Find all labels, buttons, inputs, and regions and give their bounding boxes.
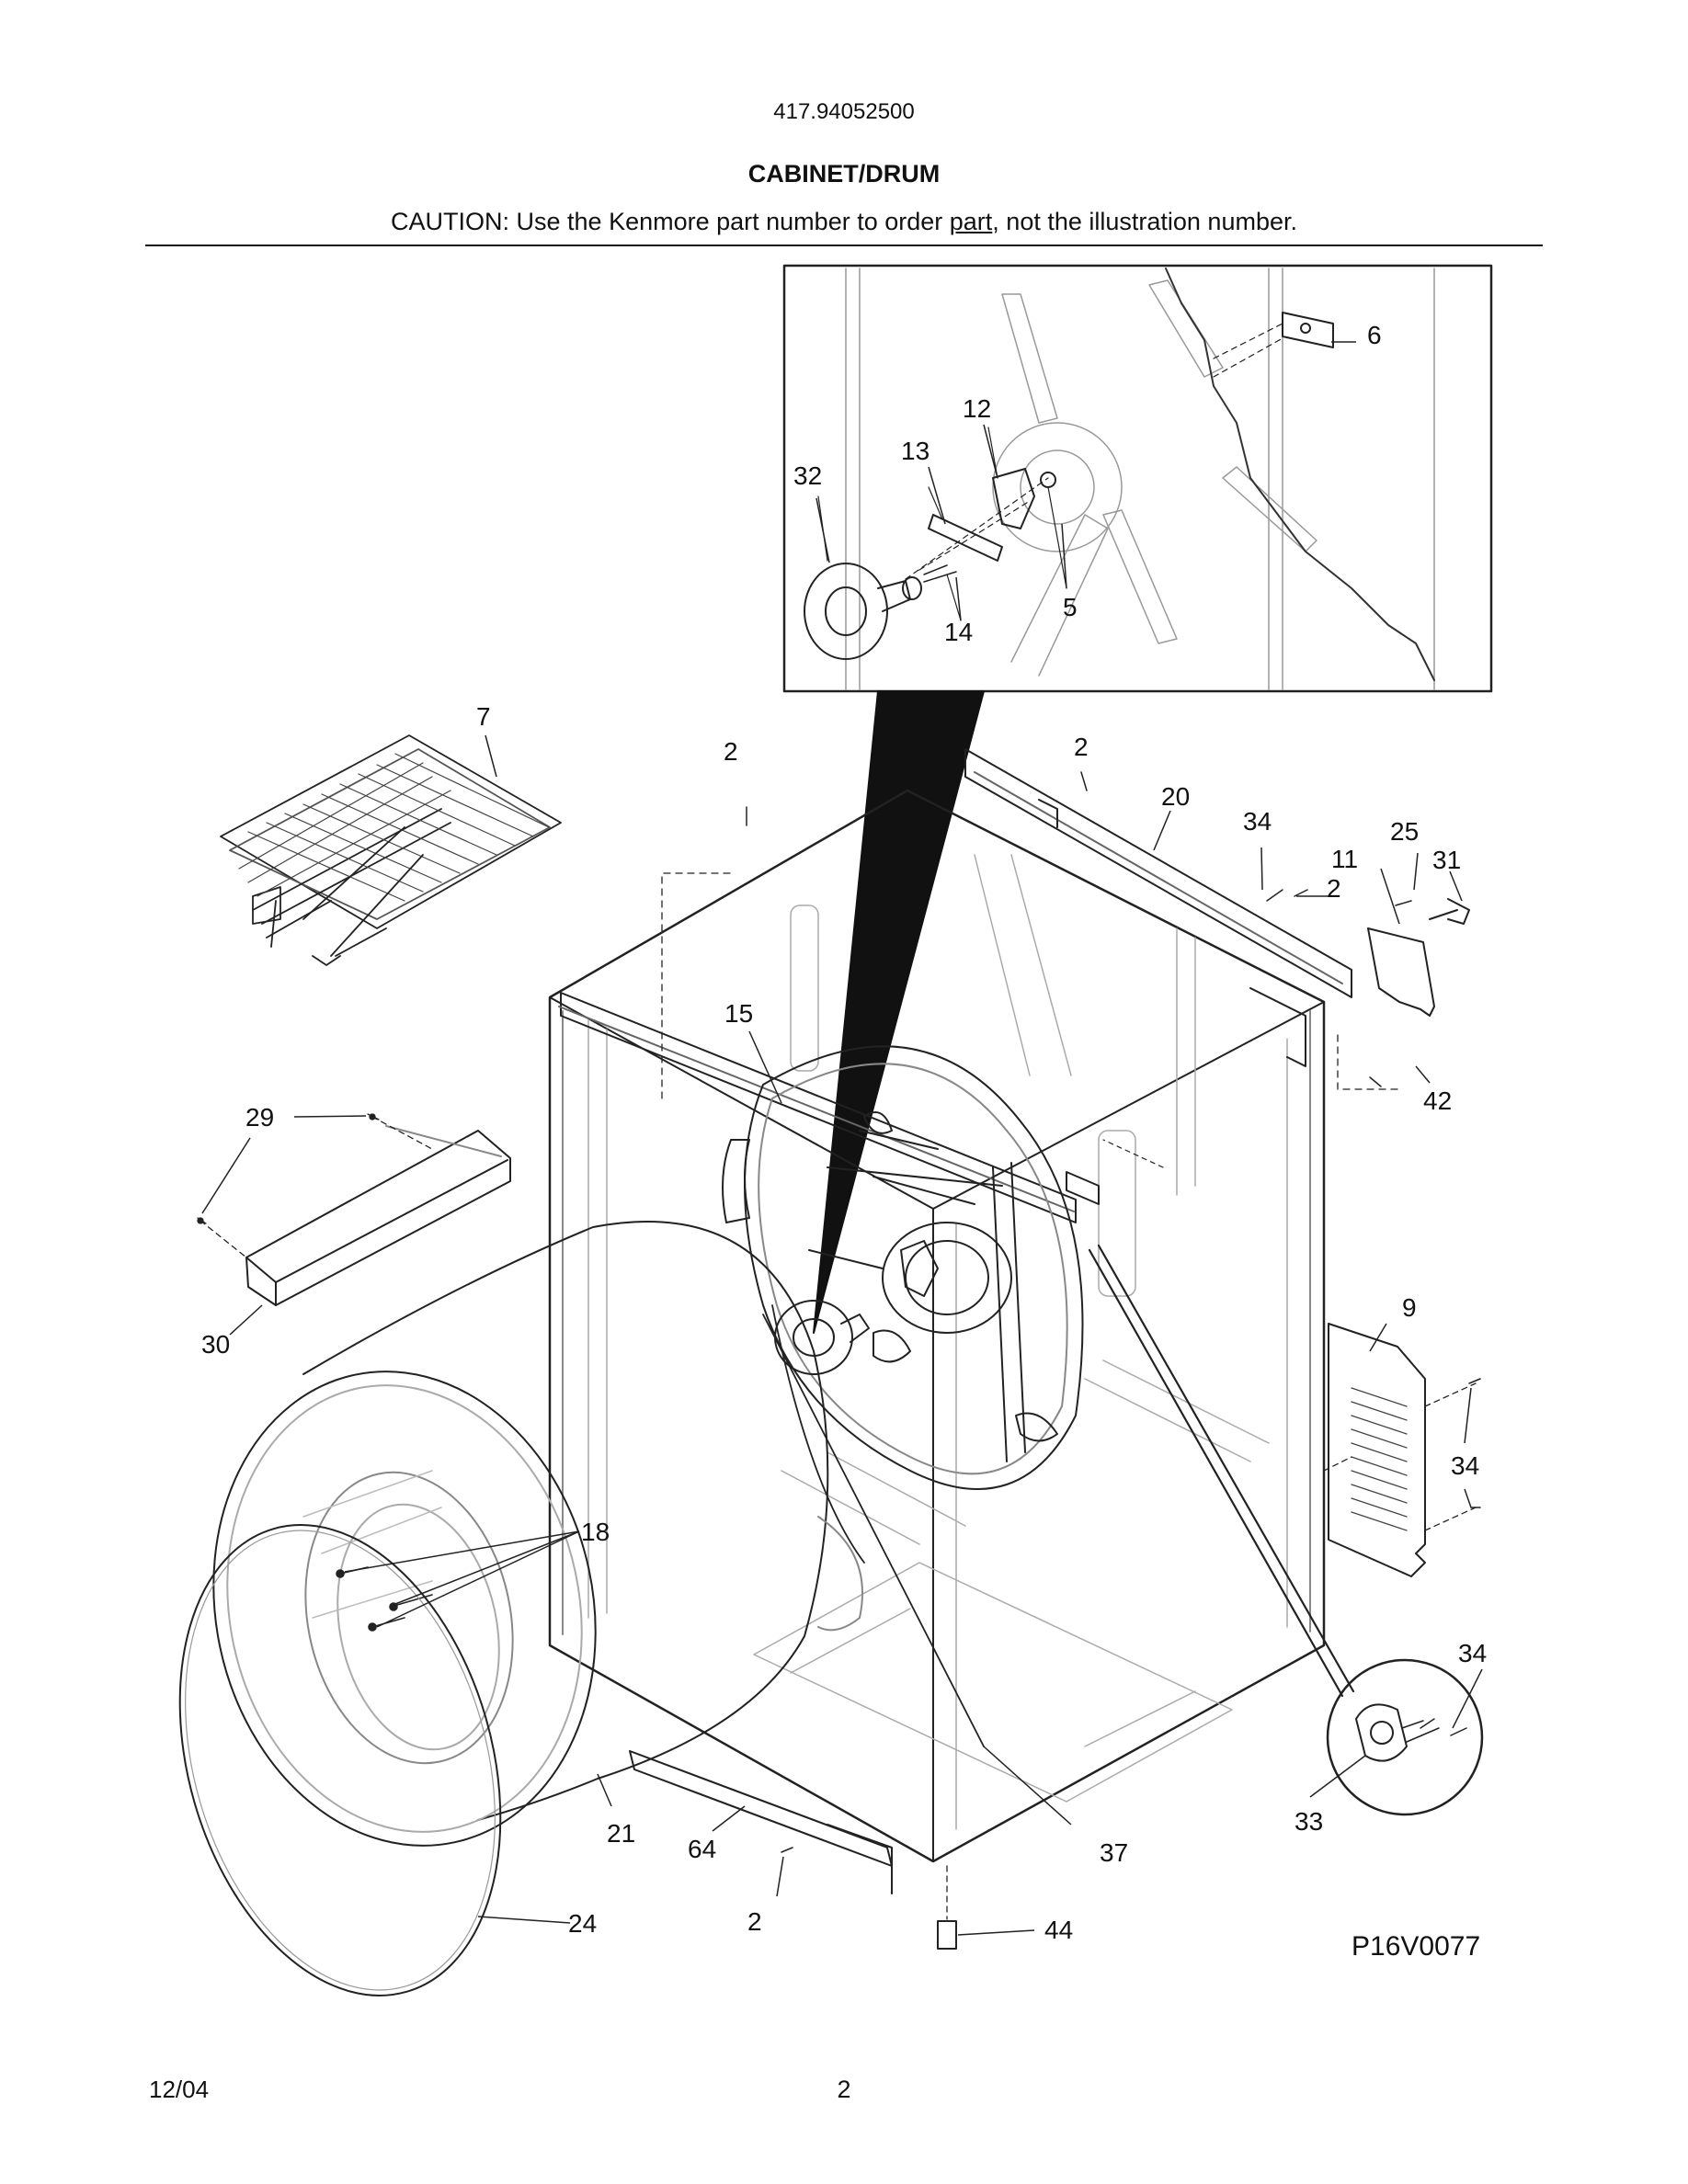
- thermostat-inset: [1326, 1658, 1484, 1816]
- roller-32: [804, 563, 922, 660]
- callout-9: 9: [1402, 1293, 1417, 1322]
- callout-13: 13: [901, 437, 930, 465]
- seal-ring-24: [178, 1524, 502, 1996]
- caution-part-link[interactable]: part: [949, 208, 993, 235]
- thermostat-pointer: [1088, 1244, 1355, 1698]
- inset-detail: [782, 264, 1493, 693]
- caution-suffix: , not the illustration number.: [992, 208, 1297, 235]
- leader-lines: [201, 341, 1483, 1936]
- screws-2: [746, 771, 1481, 1853]
- callout-42: 42: [1423, 1086, 1452, 1115]
- callout-34-lower: 34: [1458, 1639, 1487, 1667]
- callout-25: 25: [1390, 817, 1419, 846]
- caution-prefix: CAUTION: Use the Kenmore part number to …: [391, 208, 950, 235]
- callout-44: 44: [1044, 1916, 1073, 1944]
- vent-duct-30: [245, 1125, 511, 1306]
- section-title: CABINET/DRUM: [747, 160, 941, 188]
- bulkhead-15: [722, 1045, 1164, 1490]
- cabinet: [548, 748, 1398, 1863]
- baffle-screws-18: [336, 1566, 433, 1632]
- callout-29: 29: [245, 1103, 274, 1132]
- callout-2-bottom: 2: [747, 1907, 762, 1936]
- callout-2-upper-left: 2: [724, 737, 738, 766]
- inset-pointer: [813, 690, 985, 1334]
- callout-5: 5: [1063, 593, 1078, 621]
- callout-64: 64: [688, 1835, 716, 1863]
- callout-20: 20: [1161, 782, 1190, 811]
- drum-21: [212, 1221, 863, 1847]
- callout-7: 7: [476, 702, 491, 731]
- model-number: 417.94052500: [773, 99, 915, 124]
- footer-date: 12/04: [149, 2076, 210, 2103]
- callout-24: 24: [568, 1909, 597, 1938]
- leveling-leg-44: [937, 1865, 957, 1950]
- figure-id: P16V0077: [1352, 1931, 1480, 1962]
- callout-12: 12: [963, 394, 991, 423]
- callout-31: 31: [1432, 846, 1461, 874]
- callout-14: 14: [944, 618, 973, 646]
- header-rule: [145, 245, 1543, 246]
- thermostat-33: [1355, 1703, 1440, 1762]
- callout-21: 21: [607, 1819, 635, 1848]
- callout-32: 32: [793, 461, 822, 490]
- bracket-6: [1213, 312, 1334, 378]
- callout-15: 15: [724, 999, 753, 1028]
- callout-37: 37: [1100, 1838, 1128, 1867]
- callout-2-right: 2: [1327, 874, 1341, 903]
- callout-18: 18: [581, 1518, 610, 1546]
- bracket-13: [928, 514, 1003, 562]
- callout-34-top: 34: [1243, 807, 1272, 836]
- callout-labels: 6 12 13 32 5 14 7 2 2 20 34 25 11 31 2 1…: [201, 321, 1487, 1962]
- callout-11: 11: [1331, 845, 1358, 873]
- rear-panel-9: [1323, 1323, 1477, 1577]
- callout-6: 6: [1367, 321, 1382, 349]
- callout-30: 30: [201, 1330, 230, 1359]
- callout-2-upper-right: 2: [1074, 733, 1089, 761]
- heater-cover-11: [1367, 927, 1435, 1017]
- callout-34-right: 34: [1451, 1451, 1479, 1480]
- plug-31: [1429, 898, 1470, 925]
- caution-text: CAUTION: Use the Kenmore part number to …: [0, 208, 1688, 236]
- drying-rack-7: [220, 734, 562, 966]
- page-number: 2: [837, 2076, 851, 2103]
- bottom-bracket-64: [629, 1750, 893, 1894]
- callout-33: 33: [1295, 1807, 1323, 1836]
